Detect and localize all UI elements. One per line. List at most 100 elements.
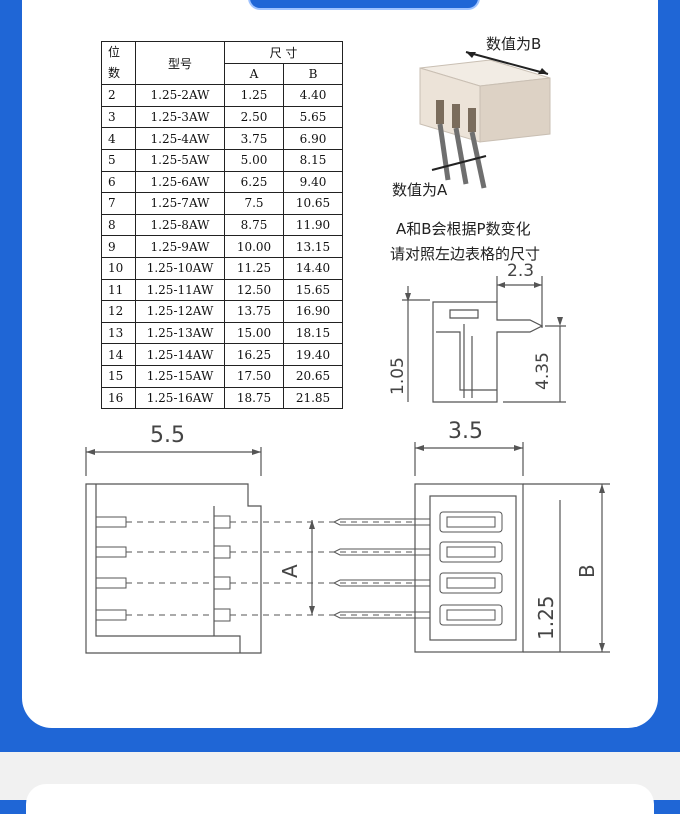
front-contact-2 bbox=[213, 545, 231, 559]
top-slot-1 bbox=[439, 511, 503, 533]
dim-label-a: A bbox=[278, 564, 302, 578]
cell-model: 1.25-10AW bbox=[135, 256, 225, 280]
cell-b: 16.90 bbox=[283, 300, 343, 323]
a-dim-line bbox=[431, 155, 487, 171]
cell-pos: 7 bbox=[101, 192, 136, 215]
arrow-top-left bbox=[415, 445, 424, 451]
header-size: 尺 寸 bbox=[224, 41, 343, 64]
cell-b: 9.40 bbox=[283, 170, 343, 194]
arrow-a-top bbox=[309, 520, 315, 529]
dim-label-b: B bbox=[575, 564, 599, 578]
top-pin-3 bbox=[332, 579, 431, 587]
cell-model: 1.25-6AW bbox=[135, 170, 225, 194]
side-latch bbox=[449, 309, 479, 319]
label-value-b: 数值为B bbox=[486, 35, 541, 53]
front-pin-4 bbox=[95, 609, 127, 621]
arrow-side-width-left bbox=[497, 282, 505, 288]
front-view bbox=[85, 447, 262, 654]
top-pin-4 bbox=[332, 611, 431, 619]
front-pin-3 bbox=[95, 577, 127, 589]
front-contact-1 bbox=[213, 515, 231, 529]
pin-slot-1 bbox=[436, 100, 444, 124]
top-inner bbox=[429, 495, 517, 641]
cell-a: 16.25 bbox=[224, 343, 284, 366]
cell-b: 8.15 bbox=[283, 148, 343, 172]
cell-b: 10.65 bbox=[283, 192, 343, 215]
note-line-1: A和B会根据P数变化 bbox=[396, 220, 531, 238]
cell-b: 19.40 bbox=[283, 343, 343, 366]
cell-b: 21.85 bbox=[283, 386, 343, 410]
dim-side-right-height: 4.35 bbox=[533, 352, 553, 390]
dim-side-width: 2.3 bbox=[507, 261, 534, 281]
pin-2 bbox=[453, 127, 469, 185]
b-arrow-left bbox=[466, 52, 476, 58]
pin-group bbox=[95, 511, 503, 626]
cell-model: 1.25-7AW bbox=[135, 192, 225, 215]
front-contact-4 bbox=[213, 608, 231, 622]
cell-b: 4.40 bbox=[283, 84, 343, 107]
arrow-b-top bbox=[599, 484, 605, 493]
next-card-edge bbox=[26, 784, 654, 814]
arrow-side-width-right bbox=[534, 282, 542, 288]
top-slot-inner-4 bbox=[446, 609, 496, 621]
front-pin-1 bbox=[95, 516, 127, 528]
top-view bbox=[311, 442, 610, 653]
cell-b: 13.15 bbox=[283, 235, 343, 258]
cell-model: 1.25-8AW bbox=[135, 213, 225, 237]
b-arrow-right bbox=[538, 68, 548, 74]
cell-a: 10.00 bbox=[224, 235, 284, 258]
top-slot-inner-1 bbox=[446, 516, 496, 528]
cell-b: 14.40 bbox=[283, 256, 343, 280]
arrow-front-right bbox=[252, 449, 261, 455]
front-inner bbox=[95, 484, 241, 653]
dim-front-width: 5.5 bbox=[150, 423, 185, 448]
top-slot-inner-2 bbox=[446, 546, 496, 558]
cell-b: 6.90 bbox=[283, 127, 343, 150]
dim-pitch: 1.25 bbox=[534, 595, 558, 640]
header-pos-text: 位数 bbox=[108, 45, 121, 81]
label-value-a: 数值为A bbox=[392, 181, 448, 199]
connector-side bbox=[479, 77, 551, 143]
cell-a: 7.5 bbox=[224, 192, 284, 215]
b-dim-line bbox=[465, 51, 549, 75]
dim-top-width: 3.5 bbox=[448, 419, 483, 444]
connector-photo: 数值为B 数值为A bbox=[392, 35, 551, 199]
cell-model: 1.25-4AW bbox=[135, 127, 225, 150]
cell-a: 6.25 bbox=[224, 170, 284, 194]
arrowheads bbox=[86, 282, 605, 652]
top-slot-3 bbox=[439, 572, 503, 594]
arrow-side-right bbox=[557, 317, 563, 326]
arrow-side-left bbox=[405, 293, 411, 302]
header-pos: 位数 bbox=[101, 40, 136, 86]
dim-side-left-height: 1.05 bbox=[388, 357, 408, 395]
side-inner-cavity bbox=[436, 331, 497, 391]
note-line-2: 请对照左边表格的尺寸 bbox=[390, 245, 541, 263]
cell-a: 17.50 bbox=[224, 364, 284, 388]
arrow-top-right bbox=[514, 445, 523, 451]
pin-slot-2 bbox=[452, 104, 460, 128]
cell-b: 18.15 bbox=[283, 321, 343, 345]
cell-model: 1.25-12AW bbox=[135, 300, 225, 323]
front-pin-2 bbox=[95, 546, 127, 558]
side-outline bbox=[432, 301, 544, 403]
cell-model: 1.25-16AW bbox=[135, 386, 225, 410]
cell-a: 5.00 bbox=[224, 148, 284, 172]
arrow-front-left bbox=[86, 449, 95, 455]
pin-3 bbox=[469, 131, 487, 189]
top-outline bbox=[414, 483, 524, 653]
front-contact-3 bbox=[213, 576, 231, 590]
